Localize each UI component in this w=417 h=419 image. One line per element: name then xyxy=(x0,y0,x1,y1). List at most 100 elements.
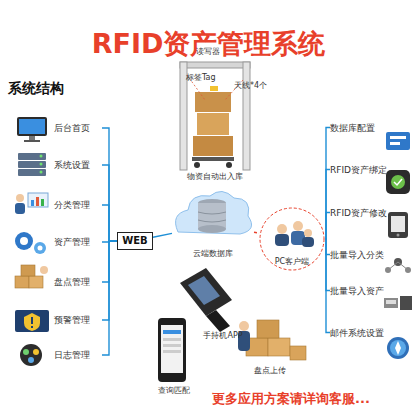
warning-icon-part xyxy=(15,310,49,332)
monitor-icon-part xyxy=(17,117,47,136)
app-label-box: 盘点上传 xyxy=(246,364,294,377)
reader-label: 读写器 xyxy=(196,46,220,57)
phone-device-part xyxy=(158,318,186,382)
rfid-gate-part xyxy=(192,157,234,161)
boxes-icon-part xyxy=(15,276,29,288)
phone-device xyxy=(158,318,186,382)
function-item: 批量导入分类 xyxy=(330,248,386,261)
config-icon-part xyxy=(386,132,410,150)
cloud-database-box: 云端数据库 xyxy=(172,190,254,260)
config-icon-part xyxy=(390,142,400,145)
menu-item: 后台首页 xyxy=(54,121,102,135)
connector-line xyxy=(102,205,117,241)
connector-line xyxy=(325,239,330,291)
bind-icon-part xyxy=(394,179,402,185)
inventory-boxes-part xyxy=(268,338,290,356)
people-illustration-part xyxy=(304,229,312,237)
monitor-icon-part xyxy=(29,136,35,140)
people-illustration-part xyxy=(302,237,314,247)
inventory-boxes-part xyxy=(290,346,306,360)
edit-icon-part xyxy=(391,216,405,232)
rfid-gate-part xyxy=(226,162,232,168)
cloud-database-part xyxy=(176,191,252,234)
asset-icon-part xyxy=(34,242,46,254)
monitor-icon-part xyxy=(24,140,40,142)
connector-line xyxy=(325,128,330,240)
log-icon-part xyxy=(20,344,42,366)
inventory-boxes xyxy=(238,320,306,360)
log-icon-part xyxy=(23,349,29,355)
tag-label: 标签Tag xyxy=(186,72,216,83)
inventory-boxes-part xyxy=(257,320,279,338)
node-text: 云端数据库 xyxy=(193,248,233,260)
connector-line xyxy=(102,241,117,355)
function-item: 批量导入资产 xyxy=(330,284,386,297)
people-illustration xyxy=(275,221,314,247)
cloud-database-part xyxy=(198,225,226,233)
node-text: RFID资产绑定 xyxy=(330,164,387,176)
rfid-gate-part xyxy=(194,162,200,168)
function-item: RFID资产修改 xyxy=(330,206,386,219)
mail-icon xyxy=(387,337,409,359)
classify-icon-part xyxy=(28,193,48,207)
node-text: 物资自动出入库 xyxy=(187,171,243,183)
app-label-box: 手持机APP xyxy=(196,329,250,342)
devices-icon-part xyxy=(384,298,398,308)
network-icon-part xyxy=(388,262,408,270)
connector-line xyxy=(325,170,330,240)
connector-line xyxy=(102,165,117,241)
cloud-database-part xyxy=(198,212,226,222)
connector-line xyxy=(325,239,330,333)
warning-icon-part xyxy=(31,326,33,328)
classify-icon xyxy=(15,193,48,214)
menu-item: 日志管理 xyxy=(54,348,102,362)
server-icon-part xyxy=(40,171,43,174)
log-icon xyxy=(20,344,42,366)
rfid-gate-part xyxy=(193,136,233,156)
log-icon-part xyxy=(33,349,39,355)
asset-icon-part xyxy=(15,232,33,250)
node-text: 系统设置 xyxy=(54,159,90,171)
boxes-icon xyxy=(15,265,48,288)
boxes-icon-part xyxy=(21,265,35,276)
cloud-database xyxy=(176,191,252,234)
gate-box: 物资自动出入库 xyxy=(168,170,262,183)
server-icon-part xyxy=(40,163,43,166)
rfid-gate-part xyxy=(180,62,250,68)
boxes-icon-part xyxy=(40,266,48,274)
rfid-gate-part xyxy=(195,92,231,112)
node-text: 盘点管理 xyxy=(54,276,90,288)
people-illustration-part xyxy=(277,224,287,234)
menu-item: 分类管理 xyxy=(54,198,102,212)
node-text: 批量导入分类 xyxy=(330,249,384,261)
bind-icon-part xyxy=(386,170,410,194)
classify-icon-part xyxy=(36,197,39,206)
warning-icon-part xyxy=(24,313,40,331)
rfid-gate xyxy=(180,62,250,170)
app-label-box: 查询匹配 xyxy=(150,384,198,397)
people-illustration-part xyxy=(293,221,303,231)
log-icon-part xyxy=(28,357,34,363)
connector-line xyxy=(325,239,330,255)
rfid-gate-part xyxy=(210,86,218,91)
server-icon-part xyxy=(18,153,46,160)
edit-icon xyxy=(388,212,408,238)
node-text: 预警管理 xyxy=(54,314,90,326)
connector-line xyxy=(102,128,117,241)
connector-line xyxy=(102,241,117,242)
classify-icon-part xyxy=(41,199,44,206)
node-text: 手持机APP xyxy=(203,330,242,342)
handheld-device-part xyxy=(206,310,230,332)
node-text: 批量导入资产 xyxy=(330,285,384,297)
dashed-circle xyxy=(260,208,324,270)
web-box: WEB xyxy=(117,232,153,250)
warning-icon xyxy=(15,310,49,332)
boxes-icon-part xyxy=(29,276,43,288)
function-item: RFID资产绑定 xyxy=(330,163,386,176)
edit-icon-part xyxy=(388,212,408,238)
node-text: WEB xyxy=(122,235,147,247)
server-icon-part xyxy=(40,155,43,158)
devices-icon-part xyxy=(386,300,396,304)
phone-device-part xyxy=(163,350,181,353)
